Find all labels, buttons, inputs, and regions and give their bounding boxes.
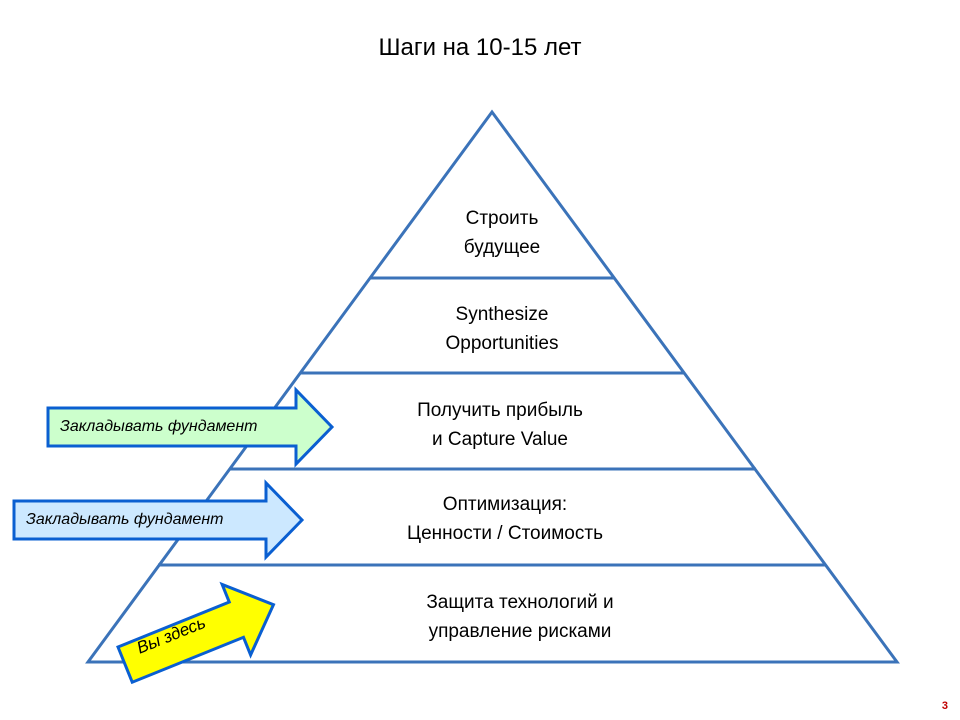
foundation-arrow-1 — [46, 386, 335, 468]
right-arrow-icon — [46, 386, 335, 468]
level-line: Synthesize — [455, 304, 549, 325]
foundation-arrow-2-label: Закладывать фундамент — [26, 511, 224, 528]
level-line: и Capture Value — [432, 429, 568, 450]
right-arrow-icon — [116, 581, 276, 685]
level-line: Защита технологий и — [426, 592, 614, 613]
level-line: Получить прибыль — [417, 400, 583, 421]
foundation-arrow-2 — [12, 479, 305, 561]
level-line: управление рисками — [428, 621, 612, 642]
level-label-optimization: Оптимизация: Ценности / Стоимость — [365, 490, 645, 548]
you-are-here-arrow — [116, 581, 276, 685]
slide-title: Шаги на 10-15 лет — [378, 34, 582, 61]
page-number: 3 — [941, 700, 948, 712]
level-label-build-future: Строить будущее — [412, 204, 592, 262]
foundation-arrow-1-label: Закладывать фундамент — [60, 418, 258, 435]
pyramid-outline — [85, 109, 900, 664]
level-line: Opportunities — [445, 333, 559, 354]
level-label-synthesize: Synthesize Opportunities — [402, 300, 602, 358]
level-line: Оптимизация: — [442, 494, 568, 515]
level-label-capture-value: Получить прибыль и Capture Value — [380, 396, 620, 454]
level-line: Строить — [465, 208, 539, 229]
level-line: будущее — [463, 237, 541, 258]
level-label-risk-protection: Защита технологий и управление рисками — [380, 588, 660, 646]
level-line: Ценности / Стоимость — [407, 523, 603, 544]
right-arrow-icon — [12, 479, 305, 561]
